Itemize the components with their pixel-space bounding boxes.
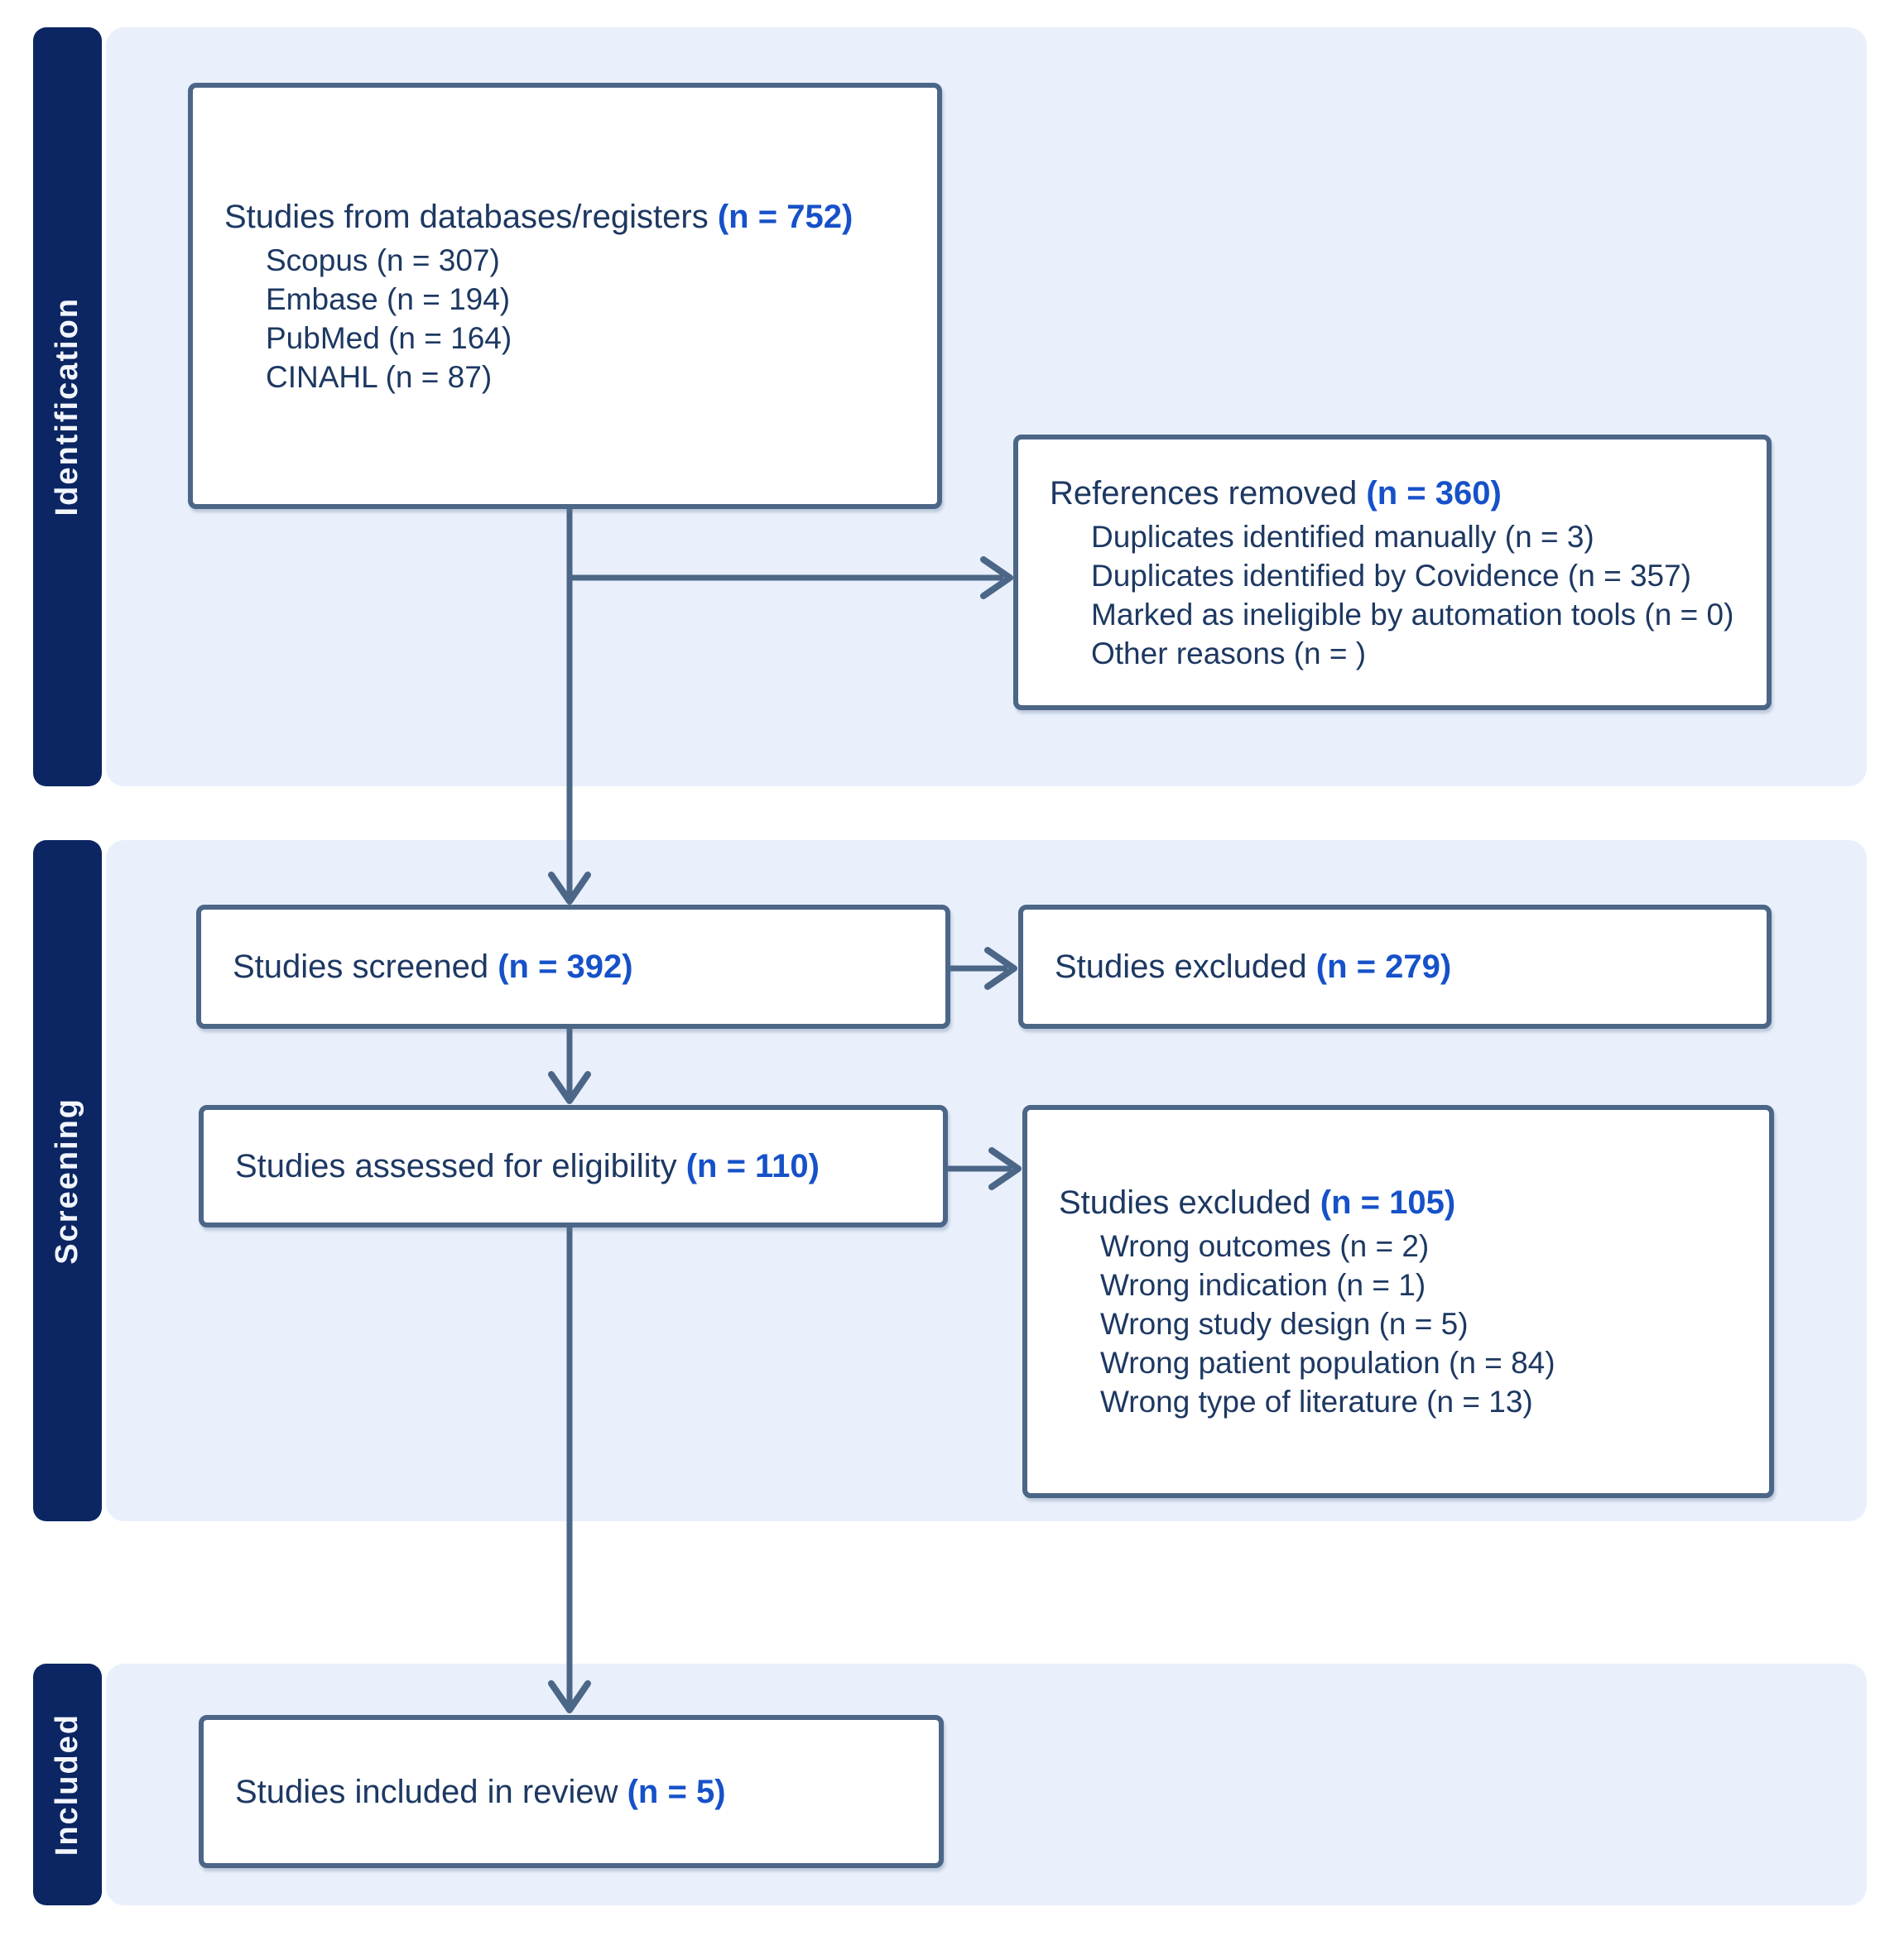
box-screened-count: (n = 392) — [498, 949, 633, 985]
box-assessed-title: Studies assessed for eligibility (n = 11… — [235, 1146, 923, 1187]
box-excluded-screened-count: (n = 279) — [1315, 949, 1452, 985]
box-excluded-assessed-title-text: Studies excluded — [1059, 1184, 1311, 1221]
box-databases-title-text: Studies from databases/registers — [224, 198, 709, 235]
box-excluded-assessed-items: Wrong outcomes (n = 2) Wrong indication … — [1059, 1227, 1749, 1421]
box-studies-screened: Studies screened (n = 392) — [196, 905, 950, 1029]
box-included-review-title: Studies included in review (n = 5) — [235, 1771, 919, 1813]
box-item-pubmed: PubMed (n = 164) — [266, 320, 512, 355]
box-studies-excluded-eligibility: Studies excluded (n = 105) Wrong outcome… — [1022, 1105, 1774, 1498]
box-item-scopus: Scopus (n = 307) — [266, 243, 500, 277]
box-screened-title: Studies screened (n = 392) — [233, 946, 926, 987]
box-excluded-screened-title: Studies excluded (n = 279) — [1055, 946, 1747, 987]
box-item-duplicates-manual: Duplicates identified manually (n = 3) — [1091, 519, 1594, 554]
box-references-removed-title-text: References removed — [1050, 474, 1358, 512]
section-label-identification: Identification — [50, 297, 84, 516]
box-studies-from-databases: Studies from databases/registers (n = 75… — [188, 83, 942, 509]
box-assessed-count: (n = 110) — [685, 1148, 820, 1184]
box-included-review-count: (n = 5) — [627, 1773, 726, 1810]
box-screened-title-text: Studies screened — [233, 949, 489, 985]
box-item-automation-ineligible: Marked as ineligible by automation tools… — [1091, 597, 1734, 632]
box-item-wrong-type-of-literature: Wrong type of literature (n = 13) — [1100, 1385, 1533, 1419]
box-item-wrong-patient-population: Wrong patient population (n = 84) — [1100, 1346, 1555, 1380]
box-references-removed-title: References removed (n = 360) — [1050, 473, 1747, 514]
box-studies-included-in-review: Studies included in review (n = 5) — [199, 1715, 944, 1868]
box-item-wrong-study-design: Wrong study design (n = 5) — [1100, 1307, 1469, 1341]
box-excluded-assessed-title: Studies excluded (n = 105) — [1059, 1182, 1749, 1223]
box-assessed-title-text: Studies assessed for eligibility — [235, 1148, 677, 1184]
box-item-wrong-outcomes: Wrong outcomes (n = 2) — [1100, 1229, 1430, 1263]
box-item-duplicates-covidence: Duplicates identified by Covidence (n = … — [1091, 558, 1692, 593]
box-references-removed-count: (n = 360) — [1366, 474, 1502, 512]
box-databases-items: Scopus (n = 307) Embase (n = 194) PubMed… — [224, 241, 917, 396]
box-databases-count: (n = 752) — [717, 198, 853, 235]
section-label-included: Included — [50, 1712, 84, 1857]
box-item-embase: Embase (n = 194) — [266, 281, 511, 316]
box-references-removed-items: Duplicates identified manually (n = 3) D… — [1050, 517, 1747, 673]
box-item-other-reasons: Other reasons (n = ) — [1091, 636, 1367, 670]
box-studies-assessed-for-eligibility: Studies assessed for eligibility (n = 11… — [199, 1105, 948, 1227]
box-studies-excluded-screening: Studies excluded (n = 279) — [1018, 905, 1772, 1029]
box-included-review-title-text: Studies included in review — [235, 1773, 618, 1810]
section-label-screening: Screening — [50, 1097, 84, 1265]
section-tab-identification: Identification — [33, 27, 102, 786]
box-references-removed: References removed (n = 360) Duplicates … — [1013, 435, 1772, 710]
section-tab-included: Included — [33, 1664, 102, 1905]
box-databases-title: Studies from databases/registers (n = 75… — [224, 196, 917, 238]
box-item-wrong-indication: Wrong indication (n = 1) — [1100, 1268, 1426, 1302]
box-item-cinahl: CINAHL (n = 87) — [266, 359, 493, 394]
box-excluded-assessed-count: (n = 105) — [1320, 1184, 1456, 1221]
box-excluded-screened-title-text: Studies excluded — [1055, 949, 1307, 985]
section-tab-screening: Screening — [33, 840, 102, 1521]
